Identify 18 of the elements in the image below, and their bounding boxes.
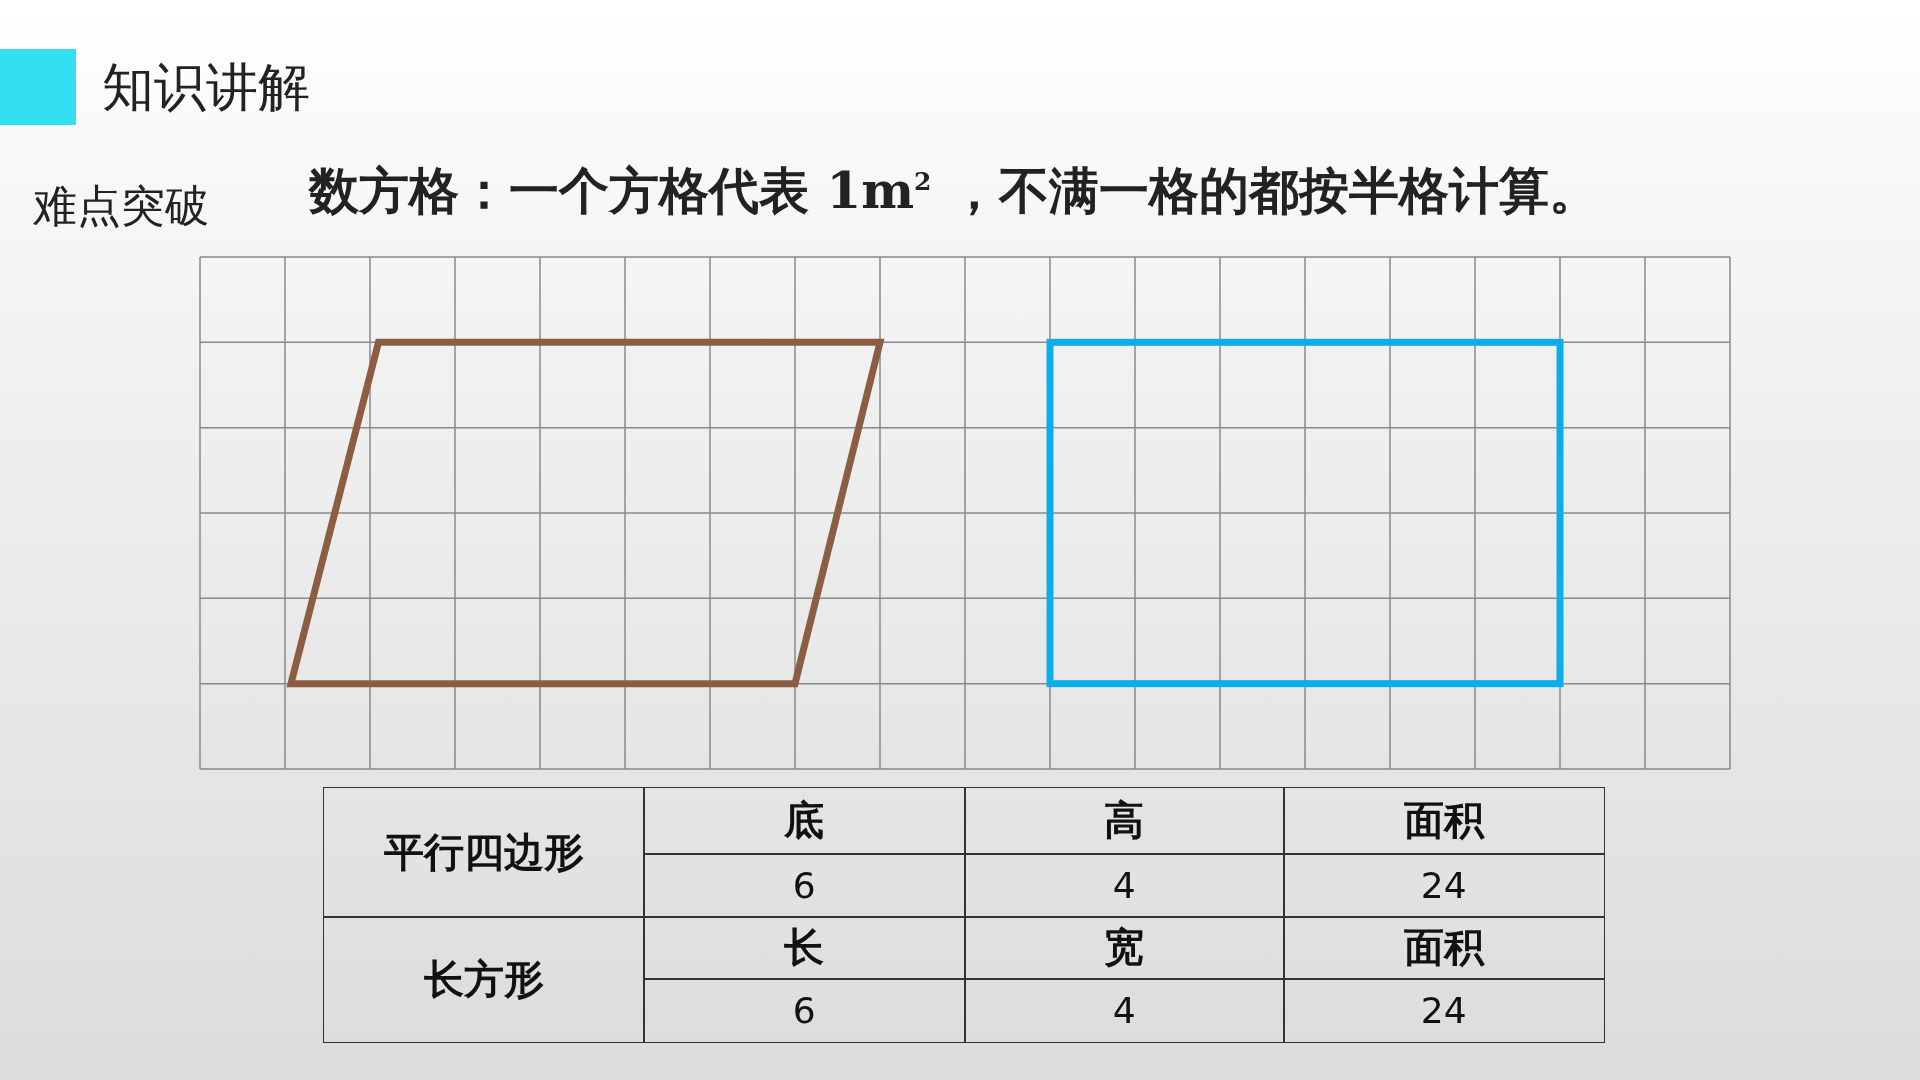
column-header: 面积	[1283, 787, 1605, 855]
value-cell: 4	[964, 853, 1285, 918]
column-header: 高	[964, 787, 1285, 855]
value-cell: 6	[643, 853, 966, 918]
value-cell: 24	[1283, 978, 1605, 1043]
column-header: 面积	[1283, 916, 1605, 980]
section-label: 难点突破	[33, 180, 209, 233]
value-cell: 24	[1283, 853, 1605, 918]
column-header: 宽	[964, 916, 1285, 980]
instruction-text: 数方格：一个方格代表 1m$^{2}$ ，不满一格的都按半格计算。	[309, 160, 1600, 222]
value-cell: 4	[964, 978, 1285, 1043]
row-header: 平行四边形	[323, 787, 645, 918]
title-marker	[0, 49, 76, 125]
value-cell: 6	[643, 978, 966, 1043]
page-title: 知识讲解	[102, 56, 310, 119]
column-header: 底	[643, 787, 966, 855]
column-header: 长	[643, 916, 966, 980]
row-header: 长方形	[323, 916, 645, 1043]
